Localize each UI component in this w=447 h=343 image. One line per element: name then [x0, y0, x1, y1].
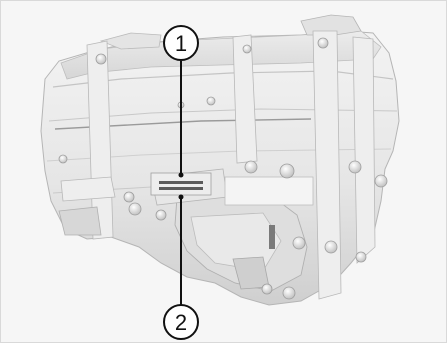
callout-2-number: 2 [175, 310, 187, 335]
callout-2-dot [179, 195, 184, 200]
callout-1-number: 1 [175, 31, 187, 56]
callout-1-dot [179, 173, 184, 178]
